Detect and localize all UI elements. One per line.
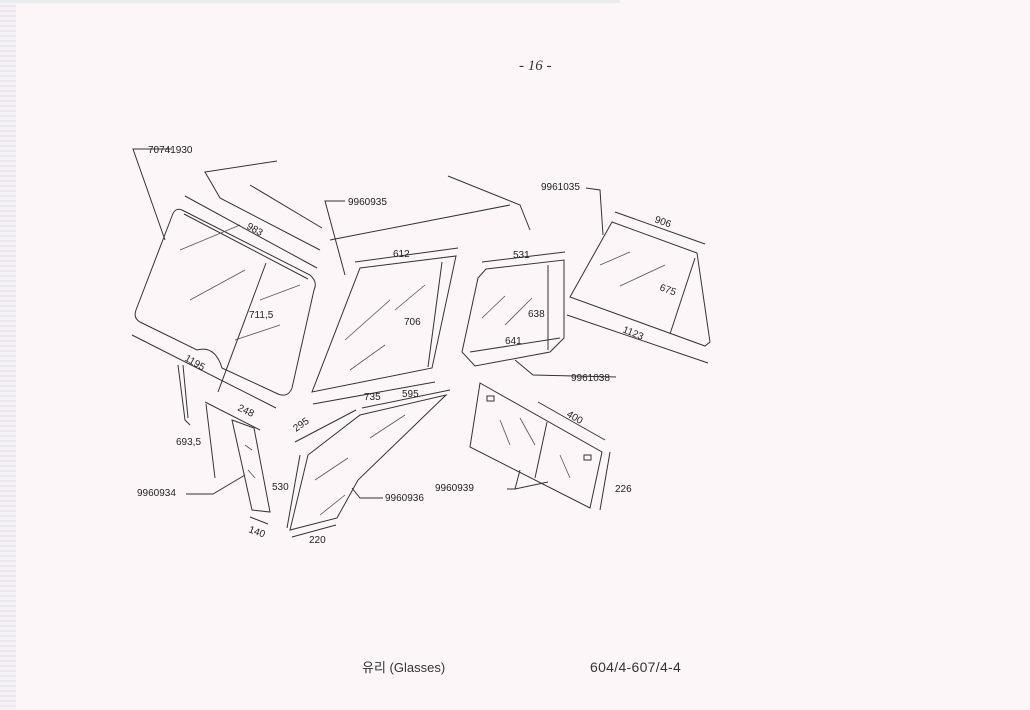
- part-9961035-drawing: [566, 211, 711, 364]
- part-number-label: 70741930: [148, 145, 193, 156]
- part-9960935-drawing: [311, 247, 459, 405]
- page-number: - 16 -: [519, 58, 552, 74]
- dimension-label: 906: [653, 214, 673, 230]
- scan-top-edge: [0, 0, 620, 3]
- dimension-label: 226: [615, 484, 632, 495]
- scan-edge: [0, 0, 16, 710]
- dimension-label: 295: [291, 416, 311, 435]
- dimension-label: 400: [565, 409, 585, 427]
- dimension-label: 983: [245, 221, 265, 239]
- dimension-label: 1123: [621, 325, 645, 343]
- part-9960936-drawing: [286, 389, 451, 538]
- part-9960939-drawing: [469, 382, 611, 511]
- part-number-label: 9960936: [385, 493, 424, 504]
- leader-lines: [132, 148, 617, 499]
- dimension-label: 595: [402, 389, 419, 400]
- dimension-label: 248: [236, 403, 256, 420]
- dimension-label: 530: [272, 482, 289, 493]
- dimension-label: 140: [247, 524, 267, 540]
- part-number-label: 9961038: [571, 373, 610, 384]
- dimension-label: 675: [658, 282, 678, 298]
- part-number-label: 9961035: [541, 182, 580, 193]
- dimension-label: 641: [505, 336, 522, 347]
- dimension-label: 1195: [183, 353, 208, 373]
- part-70741930-drawing: [131, 195, 318, 409]
- part-9961038-drawing: [461, 251, 566, 367]
- dimension-label: 612: [393, 249, 410, 260]
- part-number-label: 9960939: [435, 483, 474, 494]
- dimension-label: 706: [404, 317, 421, 328]
- model-code: 604/4-607/4-4: [590, 659, 682, 675]
- cab-outline: [177, 160, 531, 426]
- part-number-label: 9960935: [348, 197, 387, 208]
- dimension-label: 693,5: [176, 437, 201, 448]
- dimension-label: 220: [309, 535, 326, 546]
- dimension-label: 638: [528, 309, 545, 320]
- part-9960934-drawing: [204, 401, 271, 525]
- dimension-label: 531: [513, 250, 530, 261]
- figure-caption: 유리 (Glasses): [362, 660, 446, 675]
- part-number-label: 9960934: [137, 488, 176, 499]
- dimension-label: 735: [364, 392, 381, 403]
- dimension-label: 711,5: [249, 310, 274, 321]
